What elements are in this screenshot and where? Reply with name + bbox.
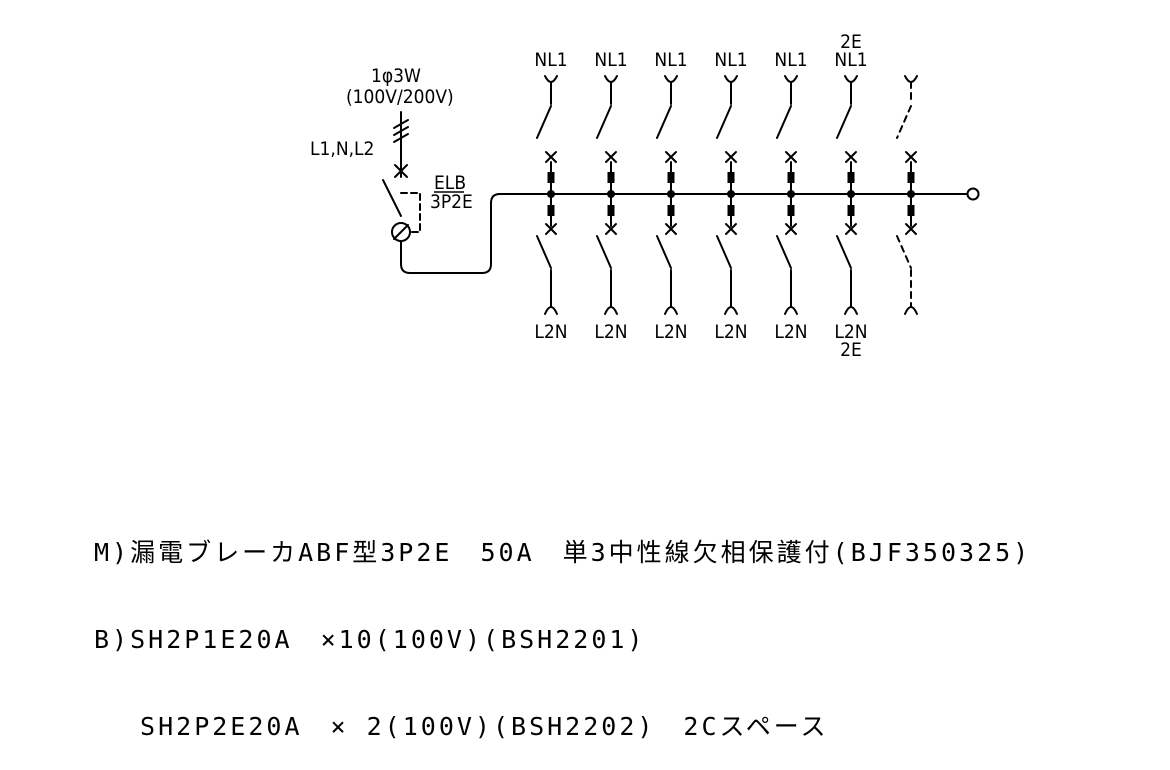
bottom-fuse-icon — [847, 205, 855, 216]
branch-circuit-2 — [596, 75, 618, 315]
top-fuse-icon — [667, 172, 675, 183]
bottom-terminal-icon — [904, 306, 918, 315]
top-switch-blade — [596, 105, 612, 139]
branch-3-top-label: NL1 — [654, 49, 687, 71]
spec-line-branch-1e: B)SH2P1E20A ×10(100V)(BSH2201) — [94, 625, 646, 654]
bottom-switch-blade — [896, 235, 912, 269]
branch-2-top-label: NL1 — [594, 49, 627, 71]
top-fuse-icon — [547, 172, 555, 183]
bottom-fuse-icon — [727, 205, 735, 216]
bus-junction — [547, 190, 555, 198]
bottom-fuse-icon — [607, 205, 615, 216]
spec-line-branch-2e: SH2P2E20A × 2(100V)(BSH2202) 2Cスペース — [94, 712, 829, 741]
bottom-terminal-icon — [784, 306, 798, 315]
bottom-fuse-icon — [667, 205, 675, 216]
branch-6-bottom-label: L2N — [834, 321, 867, 343]
spec-notes: M)漏電ブレーカABF型3P2E 50A 単3中性線欠相保護付(BJF35032… — [94, 480, 1031, 770]
branch-5-top-label: NL1 — [774, 49, 807, 71]
branch-2-bottom-label: L2N — [594, 321, 627, 343]
branch-1-top-label: NL1 — [534, 49, 567, 71]
branch-4-bottom-label: L2N — [714, 321, 747, 343]
bottom-switch-blade — [776, 235, 792, 269]
elb-label: ELB — [434, 172, 466, 194]
single-line-diagram: 1φ3W (100V/200V) L1,N,L2 ELB 3P2E NL1L2N… — [310, 31, 980, 361]
phase-label: 1φ3W — [371, 65, 421, 87]
top-switch-blade — [656, 105, 672, 139]
top-switch-blade — [836, 105, 852, 139]
bottom-terminal-icon — [844, 306, 858, 315]
spec-line-main-breaker: M)漏電ブレーカABF型3P2E 50A 単3中性線欠相保護付(BJF35032… — [94, 538, 1032, 567]
voltage-label: (100V/200V) — [346, 86, 454, 108]
branch-circuit-6 — [836, 75, 858, 315]
top-fuse-icon — [607, 172, 615, 183]
branch-3-bottom-label: L2N — [654, 321, 687, 343]
branch-circuit-5 — [776, 75, 798, 315]
feeder-path — [400, 193, 968, 274]
top-fuse-icon — [907, 172, 915, 183]
bottom-terminal-icon — [664, 306, 678, 315]
bottom-switch-blade — [536, 235, 552, 269]
branch-circuit-1 — [536, 75, 558, 315]
bus-junction — [787, 190, 795, 198]
elb-rating-label: 3P2E — [430, 191, 473, 213]
bottom-switch-blade — [656, 235, 672, 269]
branch-circuit-3 — [656, 75, 678, 315]
bottom-fuse-icon — [547, 205, 555, 216]
branch-5-bottom-label: L2N — [774, 321, 807, 343]
bottom-switch-blade — [596, 235, 612, 269]
top-switch-blade — [776, 105, 792, 139]
three-wire-tick-icon — [393, 119, 409, 143]
bottom-fuse-icon — [787, 205, 795, 216]
main-switch-blade — [382, 179, 402, 217]
bottom-terminal-icon — [544, 306, 558, 315]
branch-6-top-label: 2E — [840, 31, 862, 53]
branch-6-bottom-label: 2E — [840, 339, 862, 361]
branch-6-top-label: NL1 — [834, 49, 867, 71]
bus-junction — [907, 190, 915, 198]
branch-circuit-7 — [896, 75, 918, 315]
busbar-end-terminal — [966, 187, 980, 201]
bottom-terminal-icon — [604, 306, 618, 315]
branch-circuit-4 — [716, 75, 738, 315]
bus-junction — [607, 190, 615, 198]
bottom-switch-blade — [716, 235, 732, 269]
bus-junction — [847, 190, 855, 198]
top-switch-blade — [896, 105, 912, 139]
top-fuse-icon — [847, 172, 855, 183]
bottom-switch-blade — [836, 235, 852, 269]
conductors-label: L1,N,L2 — [310, 138, 374, 160]
branch-4-top-label: NL1 — [714, 49, 747, 71]
top-fuse-icon — [787, 172, 795, 183]
top-switch-blade — [716, 105, 732, 139]
bottom-terminal-icon — [724, 306, 738, 315]
bottom-fuse-icon — [907, 205, 915, 216]
supply-terminal-x-icon — [394, 164, 408, 178]
top-switch-blade — [536, 105, 552, 139]
leakage-detector-dashed — [400, 192, 421, 233]
top-fuse-icon — [727, 172, 735, 183]
branch-1-bottom-label: L2N — [534, 321, 567, 343]
bus-junction — [667, 190, 675, 198]
bus-junction — [727, 190, 735, 198]
